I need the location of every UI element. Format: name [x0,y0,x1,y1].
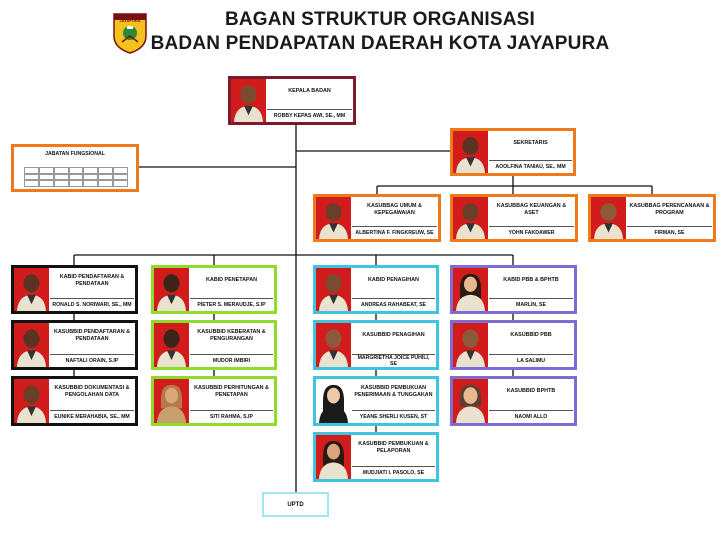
kota-jayapura-logo-icon [113,13,147,54]
portrait-icon [154,268,189,311]
portrait-icon [154,323,189,367]
position-title: KASUBBAG KEUANGAN & ASET [496,202,567,216]
portrait-icon [316,268,351,311]
official-name: NAFTALI ORAIN, S.IP [50,354,134,367]
node-kasubbid-keberatan[interactable]: KASUBBID KEBERATAN & PENGURANGAN MUDOR I… [151,320,277,370]
node-kabid-pbb[interactable]: KABID PBB & BPHTB MARLIN, SE [450,265,577,314]
node-kasubbid-pelaporan[interactable]: KASUBBID PEMBUKUAN & PELAPORAN MUDJIATI … [313,432,439,482]
position-title: KASUBBID PBB [510,332,552,339]
portrait-icon [453,197,488,239]
node-sekretaris[interactable]: SEKRETARIS AOOLFINA TANIAU, SE., MM [450,128,576,176]
official-name: ROBBY KEPAS AWI, SE., MM [267,109,352,122]
portrait-icon [154,379,189,423]
portrait-icon [14,268,49,311]
jabatan-fungsional-grid [24,167,128,187]
position-title: KASUBBID PENDAFTARAN & PENDATAAN [54,328,130,342]
node-kasubbid-pbb[interactable]: KASUBBID PBB LA SALIMU [450,320,577,370]
portrait-icon [231,79,266,122]
official-name: ANDREAS RAHABEAT, SE [352,298,435,311]
logo-label: KOTA JAYAPURA [119,13,141,23]
official-name: PIETER S. MERAUDJE, S.IP [190,298,273,311]
portrait-icon [316,435,351,479]
official-name: FIRMAN, SE [627,226,712,239]
official-name: AOOLFINA TANIAU, SE., MM [489,160,572,173]
position-title: KABID PBB & BPHTB [503,277,559,284]
node-kasubbag-umum[interactable]: KASUBBAG UMUM & KEPEGAWAIAN ALBERTINA F.… [313,194,441,242]
official-name: MARGRIETHA JOICE PUHILI, SE [352,354,435,367]
position-title: KASUBBID BPHTB [506,388,556,395]
position-title: KASUBBID DOKUMENTASI & PENGOLAHAN DATA [54,384,130,398]
node-kasubbid-perhitungan[interactable]: KASUBBID PERHITUNGAN & PENETAPAN SITI RA… [151,376,277,426]
position-title: KEPALA BADAN [288,88,331,95]
node-kasubbid-pembukuan-tunggakan[interactable]: KASUBBID PEMBUKUAN PENERIMAAN & TUNGGAKA… [313,376,439,426]
portrait-icon [316,323,351,367]
page-title-line-2: BADAN PENDAPATAN DAERAH KOTA JAYAPURA [150,33,610,54]
position-title: KASUBBID PERHITUNGAN & PENETAPAN [194,384,269,398]
jabatan-fungsional-title: JABATAN FUNGSIONAL [45,151,105,157]
node-kasubbid-pendaftaran[interactable]: KASUBBID PENDAFTARAN & PENDATAAN NAFTALI… [11,320,138,370]
uptd-label: UPTD [287,501,304,508]
node-uptd[interactable]: UPTD [262,492,329,517]
portrait-icon [453,379,488,423]
official-name: MUDJIATI I. PASOLO, SE [352,466,435,479]
node-kepala-badan[interactable]: KEPALA BADAN ROBBY KEPAS AWI, SE., MM [228,76,356,125]
portrait-icon [453,268,488,311]
portrait-icon [14,379,49,423]
portrait-icon [14,323,49,367]
node-kabid-pendaftaran[interactable]: KABID PENDAFTARAN & PENDATAAN RONALD S. … [11,265,138,314]
position-title: KABID PENETAPAN [205,277,257,284]
page-title-line-1: BAGAN STRUKTUR ORGANISASI [224,9,536,30]
official-name: SITI RAHMA, S.IP [190,410,273,423]
official-name: MUDOR IMBIRI [190,354,273,367]
portrait-icon [453,131,488,173]
position-title: KABID PENDAFTARAN & PENDATAAN [59,273,125,287]
position-title: KASUBBID PEMBUKUAN & PELAPORAN [358,440,429,454]
portrait-icon [316,197,351,239]
position-title: SEKRETARIS [513,140,548,147]
node-kasubbag-keuangan[interactable]: KASUBBAG KEUANGAN & ASET YOHN FAKDAWER [450,194,578,242]
portrait-icon [316,379,351,423]
official-name: LA SALIMU [489,354,573,367]
position-title: KASUBBAG PERENCANAAN & PROGRAM [629,202,710,216]
node-kasubbag-perencanaan[interactable]: KASUBBAG PERENCANAAN & PROGRAM FIRMAN, S… [588,194,716,242]
position-title: KABID PENAGIHAN [368,277,419,284]
node-kabid-penetapan[interactable]: KABID PENETAPAN PIETER S. MERAUDJE, S.IP [151,265,277,314]
official-name: NAOMI ALLO [489,410,573,423]
node-kasubbid-penagihan[interactable]: KASUBBID PENAGIHAN MARGRIETHA JOICE PUHI… [313,320,439,370]
official-name: YEANE SHERLI KUSEN, ST [352,410,435,423]
official-name: RONALD S. NORIWARI, SE., MM [50,298,134,311]
official-name: YOHN FAKDAWER [489,226,574,239]
position-title: KASUBBID PEMBUKUAN PENERIMAAN & TUNGGAKA… [354,384,433,398]
position-title: KASUBBAG UMUM & KEPEGAWAIAN [367,202,422,216]
node-kasubbid-dokumentasi[interactable]: KASUBBID DOKUMENTASI & PENGOLAHAN DATA E… [11,376,138,426]
official-name: ALBERTINA F. FINGKREUW, SE [352,226,437,239]
official-name: EUNIKE MERAHABIA, SE., MM [50,410,134,423]
position-title: KASUBBID KEBERATAN & PENGURANGAN [197,328,266,342]
node-jabatan-fungsional[interactable]: JABATAN FUNGSIONAL [11,144,139,192]
node-kabid-penagihan[interactable]: KABID PENAGIHAN ANDREAS RAHABEAT, SE [313,265,439,314]
portrait-icon [453,323,488,367]
portrait-icon [591,197,626,239]
node-kasubbid-bphtb[interactable]: KASUBBID BPHTB NAOMI ALLO [450,376,577,426]
position-title: KASUBBID PENAGIHAN [362,332,425,339]
official-name: MARLIN, SE [489,298,573,311]
